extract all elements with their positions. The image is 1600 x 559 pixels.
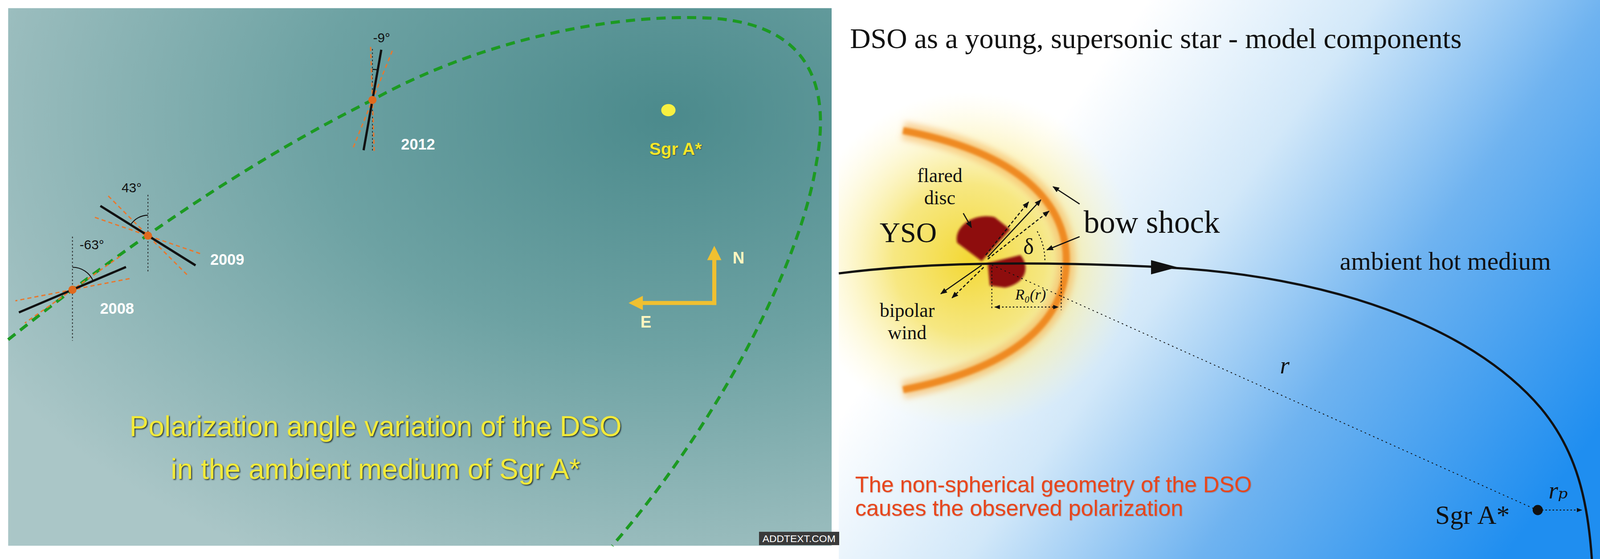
compass-arrowhead — [707, 245, 722, 261]
object-label: Sgr A* — [649, 138, 703, 160]
angle-arc — [72, 267, 94, 282]
wind-arrow — [987, 211, 1049, 260]
angle-symbol: δ — [1023, 234, 1034, 261]
year-label: 2012 — [400, 136, 435, 155]
polarization-marker — [94, 195, 201, 276]
distance-label: rₚ — [1548, 477, 1568, 506]
leader-arrow — [1046, 236, 1080, 251]
part-label: flared disc — [916, 164, 964, 209]
orbit-path — [8, 17, 821, 547]
angle-label: -9° — [373, 30, 391, 46]
dimension-line — [995, 306, 1059, 308]
polarization-line — [100, 206, 196, 266]
year-label: 2009 — [210, 251, 245, 270]
uncertainty-line — [94, 217, 201, 254]
trajectory-arrowhead — [1151, 260, 1178, 275]
dimension-tick — [1060, 263, 1062, 311]
pericentre-arrow — [1541, 510, 1582, 511]
panel-title: DSO as a young, supersonic star - model … — [849, 22, 1462, 56]
compass-label: E — [640, 313, 652, 332]
distance-label: r — [1279, 351, 1290, 380]
watermark: ADDTEXT.COM — [759, 532, 840, 546]
leader-arrow — [963, 213, 972, 228]
object-label: Sgr A* — [1435, 500, 1510, 531]
wind-arrow — [985, 202, 1029, 256]
flared-disc-lobe — [956, 216, 1011, 262]
angle-label: 43° — [121, 180, 142, 196]
bow-shock-glow — [902, 130, 1067, 390]
position-dot — [68, 285, 77, 294]
compass-label: N — [732, 248, 745, 268]
part-label: bow shock — [1083, 204, 1221, 241]
panel-caption: The non-spherical geometry of the DSO ca… — [855, 473, 1254, 521]
polarization-line — [363, 49, 382, 151]
part-label: bipolar wind — [878, 299, 936, 344]
position-dot — [143, 231, 152, 240]
panel-background — [8, 8, 832, 547]
compass — [628, 245, 722, 311]
position-dot — [368, 95, 377, 104]
region-label: ambient hot medium — [1339, 246, 1552, 277]
angle-arc — [1036, 230, 1045, 261]
polarization-marker — [352, 47, 393, 154]
yso-glow-group — [838, 91, 1138, 429]
angle-label: -63° — [79, 237, 105, 253]
bow-shock — [902, 130, 1067, 390]
leader-arrow — [1053, 186, 1080, 205]
black-hole-dot — [661, 104, 676, 117]
part-label: YSO — [879, 216, 937, 250]
year-label: 2008 — [100, 300, 135, 319]
distance-line — [987, 263, 1535, 510]
uncertainty-line — [352, 50, 393, 150]
dimension-label: R₀(r) — [1015, 286, 1046, 305]
panel-caption: Polarization angle variation of the DSO … — [128, 405, 623, 491]
flared-disc-lobe — [987, 255, 1026, 288]
compass-arrow — [640, 301, 717, 306]
trajectory — [838, 263, 1592, 559]
uncertainty-line — [108, 195, 188, 276]
compass-arrowhead — [628, 296, 643, 311]
uncertainty-line — [15, 278, 130, 302]
dimension-tick — [991, 267, 993, 311]
black-hole-dot — [1532, 505, 1543, 516]
yso-glow — [838, 91, 1138, 429]
wind-arrow — [951, 267, 984, 298]
angle-arc — [372, 69, 378, 70]
angle-arc — [130, 215, 148, 226]
polarization-marker — [15, 236, 130, 342]
compass-arrow — [712, 257, 717, 306]
